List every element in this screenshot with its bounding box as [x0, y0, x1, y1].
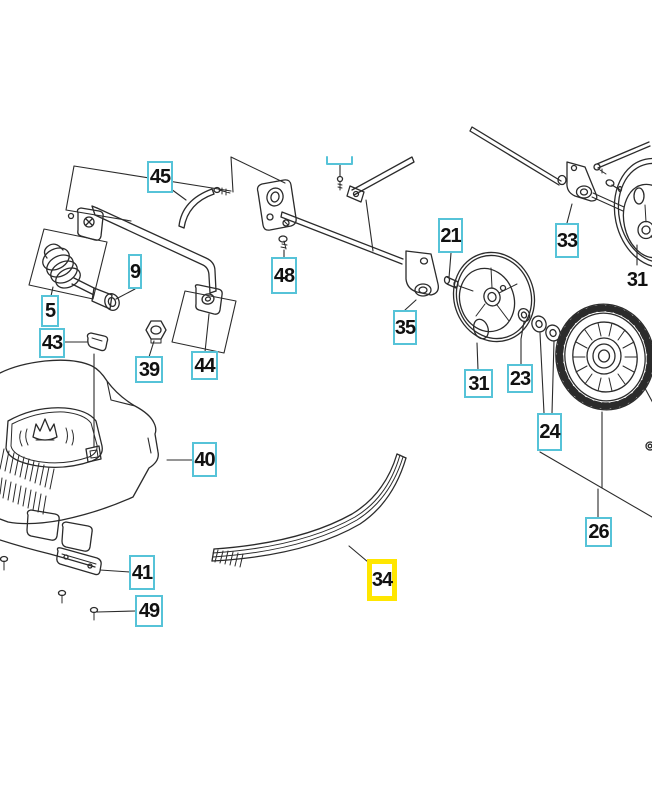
upper-rod [469, 126, 651, 212]
callout-26[interactable]: 26 [585, 517, 612, 547]
clip [86, 332, 109, 352]
callout-49[interactable]: 49 [135, 595, 163, 627]
skid-bracket [56, 547, 102, 576]
spring [42, 243, 97, 296]
callout-33[interactable]: 33 [555, 223, 579, 258]
nut [145, 320, 167, 344]
pivot-bracket-rear [557, 161, 623, 202]
callout-31-front[interactable]: 31 [464, 369, 493, 398]
wheel-disc-front [452, 251, 536, 343]
mount-plate [256, 179, 297, 250]
callout-43[interactable]: 43 [39, 328, 65, 358]
husqvarna-logo [32, 418, 58, 441]
strap [178, 186, 231, 229]
mower-cover [0, 359, 159, 568]
callout-40[interactable]: 40 [192, 442, 217, 477]
callout-35[interactable]: 35 [393, 310, 417, 345]
callout-45[interactable]: 45 [147, 161, 173, 193]
handle-bar [67, 205, 217, 294]
bushing [91, 287, 120, 311]
cover-latch [85, 445, 102, 463]
washers [517, 307, 561, 342]
callout-41[interactable]: 41 [129, 555, 155, 590]
callout-34-highlighted[interactable]: 34 [367, 559, 397, 601]
callout-5[interactable]: 5 [41, 295, 59, 327]
callout-23[interactable]: 23 [507, 364, 533, 393]
grille-vents [0, 448, 55, 515]
cut-callout-box [326, 156, 353, 165]
callout-48[interactable]: 48 [271, 257, 297, 294]
axle-rod [280, 211, 404, 265]
wheel-disc-rear [613, 157, 652, 269]
callout-31-rear[interactable]: 31 [626, 269, 648, 291]
tire [555, 303, 652, 451]
leader-lines [50, 163, 652, 613]
callout-9[interactable]: 9 [128, 254, 142, 289]
handle-clamp [194, 284, 223, 315]
callout-24[interactable]: 24 [537, 413, 562, 451]
callout-44[interactable]: 44 [191, 351, 218, 380]
callout-21[interactable]: 21 [438, 218, 463, 253]
trim-strip [211, 453, 407, 568]
callout-39[interactable]: 39 [135, 356, 163, 383]
pivot-bracket-front [405, 250, 439, 297]
screws [0, 555, 99, 621]
